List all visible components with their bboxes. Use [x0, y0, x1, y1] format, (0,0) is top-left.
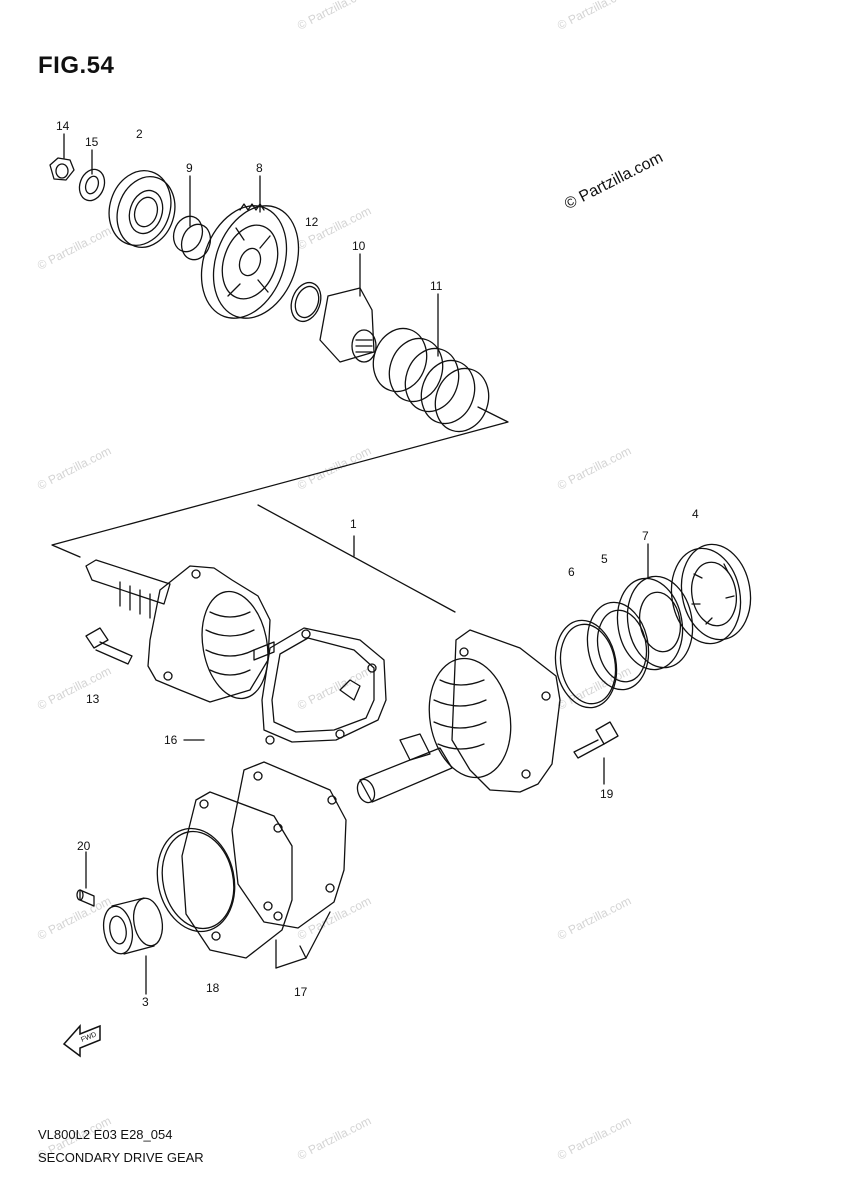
bolt-right-part	[573, 721, 619, 759]
callout-3[interactable]: 3	[142, 995, 149, 1009]
diagram-code: VL800L2 E03 E28_054	[38, 1127, 173, 1142]
callout-11[interactable]: 11	[430, 279, 443, 293]
watermark-layer: © Partzilla.com © Partzilla.com © Partzi…	[35, 0, 633, 1163]
bearing-right-part	[616, 575, 694, 671]
watermark: © Partzilla.com	[555, 893, 633, 942]
callout-17[interactable]: 17	[294, 985, 308, 999]
callout-16[interactable]: 16	[164, 733, 178, 747]
gasket-part	[261, 627, 387, 745]
callout-2[interactable]: 2	[136, 127, 143, 141]
callout-6[interactable]: 6	[568, 565, 575, 579]
callout-8[interactable]: 8	[256, 161, 263, 175]
watermark: © Partzilla.com	[35, 663, 113, 712]
diagram-title: SECONDARY DRIVE GEAR	[38, 1150, 204, 1165]
washer-part	[78, 168, 106, 202]
watermark: © Partzilla.com	[35, 223, 113, 272]
cam-part	[319, 287, 377, 363]
callout-18[interactable]: 18	[206, 981, 220, 995]
watermark: © Partzilla.com	[555, 1113, 633, 1162]
watermark: © Partzilla.com	[295, 663, 373, 712]
callout-1[interactable]: 1	[350, 517, 357, 531]
watermark: © Partzilla.com	[295, 0, 373, 33]
callout-14[interactable]: 14	[56, 119, 70, 133]
watermark: © Partzilla.com	[555, 443, 633, 492]
assembly-leader-line	[257, 504, 456, 613]
callout-labels: 14 15 2 9 8 12 10 11 1 4 7 5 6 13 16 19 …	[56, 119, 699, 1009]
assembly-bracket-line	[51, 406, 509, 558]
watermark: © Partzilla.com	[295, 1113, 373, 1162]
callout-19[interactable]: 19	[600, 787, 614, 801]
drive-shaft-right	[356, 629, 561, 804]
watermark: © Partzilla.com	[555, 0, 633, 33]
callout-13[interactable]: 13	[86, 692, 100, 706]
callout-12[interactable]: 12	[305, 215, 319, 229]
o-ring-lower-part	[156, 827, 236, 933]
spring-part	[372, 327, 490, 433]
dowel-pin-part	[76, 889, 95, 907]
callout-15[interactable]: 15	[85, 135, 99, 149]
circlip-part	[290, 281, 322, 323]
callout-20[interactable]: 20	[77, 839, 91, 853]
bearing-part	[108, 170, 176, 248]
figure-title: FIG.54	[38, 52, 115, 79]
fwd-arrow-icon: FWD	[62, 1024, 101, 1058]
callout-5[interactable]: 5	[601, 552, 608, 566]
shim-part	[586, 601, 650, 691]
leader-lines	[63, 133, 649, 995]
callout-4[interactable]: 4	[692, 507, 699, 521]
nut-part	[49, 157, 75, 181]
watermark: © Partzilla.com	[295, 443, 373, 492]
lock-nut-part	[670, 543, 752, 645]
watermark: © Partzilla.com	[35, 443, 113, 492]
drive-shaft-left	[85, 559, 275, 703]
watermark: © Partzilla.com	[555, 663, 633, 712]
callout-9[interactable]: 9	[186, 161, 193, 175]
callout-7[interactable]: 7	[642, 529, 649, 543]
needle-bearing-part	[102, 897, 164, 955]
callout-10[interactable]: 10	[352, 239, 366, 253]
spacer-part	[172, 215, 212, 261]
shim-plate-part	[181, 761, 347, 969]
bolt-part	[85, 627, 133, 665]
o-ring-part	[554, 619, 618, 709]
watermark: © Partzilla.com	[35, 893, 113, 942]
gear-part	[200, 203, 300, 319]
